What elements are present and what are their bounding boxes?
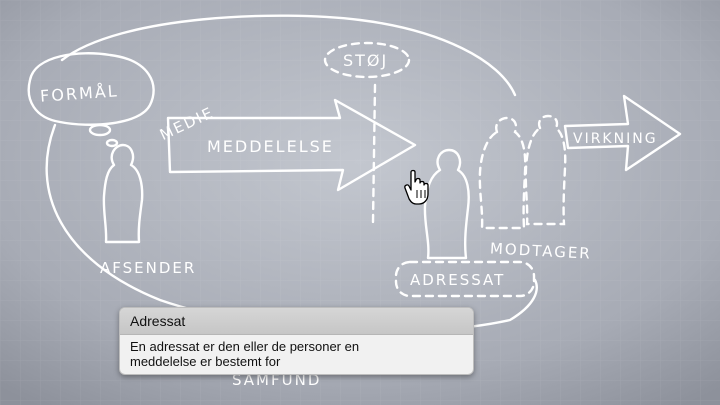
label-meddelelse: MEDDELELSE — [207, 137, 334, 156]
addressee-figure — [423, 148, 470, 260]
thought-dot-small — [105, 138, 119, 148]
noise-circle — [323, 41, 411, 79]
receiver-dashed-figure-2 — [524, 114, 567, 226]
label-stoej: STØJ — [343, 51, 388, 70]
purpose-thought-bubble — [27, 52, 155, 126]
noise-line — [371, 83, 377, 224]
thought-dot-large — [88, 123, 112, 137]
effect-arrow — [563, 94, 682, 172]
label-afsender: AFSENDER — [100, 259, 196, 277]
hand-pointer-cursor-icon — [404, 169, 429, 205]
tooltip-body: En adressat er den eller de personer en … — [130, 339, 360, 369]
label-modtager: MODTAGER — [490, 239, 593, 262]
label-samfund: SAMFUND — [232, 371, 321, 389]
media-message-arrow — [166, 98, 417, 192]
addressee-dashed-box — [394, 260, 536, 298]
addressee-tooltip: Adressat En adressat er den eller de per… — [119, 307, 474, 375]
label-virkning: VIRKNING — [573, 131, 658, 147]
tooltip-title: Adressat — [120, 308, 473, 335]
sender-figure — [102, 143, 144, 244]
label-adressat: ADRESSAT — [410, 271, 505, 289]
